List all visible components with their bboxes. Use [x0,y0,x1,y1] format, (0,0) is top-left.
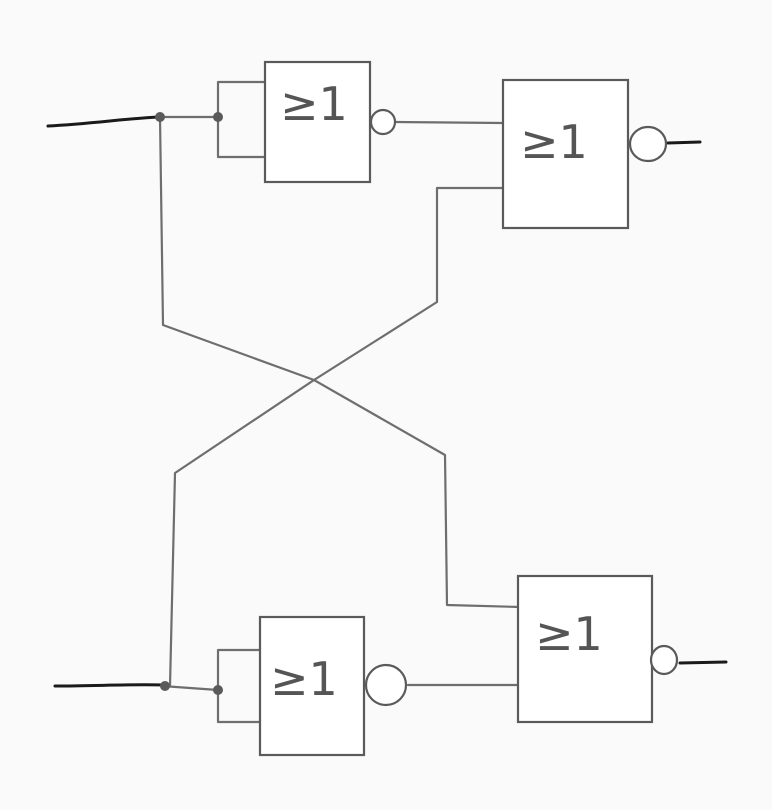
nor-gate-top-left: ≥1 [263,60,397,184]
junction-dot-top-input [155,112,165,122]
nor-gate-top-right: ≥1 [501,78,668,230]
wire-top-cross-out [158,115,522,609]
inverter-bubble [649,644,679,676]
wire-top-gate1-to-gate2 [393,120,505,125]
inverter-bubble [628,125,668,163]
junction-dot-bottom-fork [213,685,223,695]
gate-label: ≥1 [535,607,603,661]
inverter-bubble [369,108,397,136]
input-line-bottom [53,683,164,688]
nor-gate-bottom-right: ≥1 [516,574,679,724]
gate-label: ≥1 [280,77,348,131]
wire-top-gate1-input-fork [216,80,267,159]
inverter-bubble [364,663,408,707]
junction-dot-bottom-input [160,681,170,691]
junction-dot-top-fork [213,112,223,122]
output-line-top [666,140,702,145]
output-line-bottom [678,660,728,665]
gate-label: ≥1 [270,652,338,706]
nor-gate-bottom-left: ≥1 [258,615,408,757]
wire-top-feedback-in [168,186,505,688]
input-line-top [46,115,162,128]
wire-bottom-gate3-input-fork [216,648,262,724]
gate-label: ≥1 [520,115,588,169]
wire-bottom-input-to-gate3 [160,684,220,692]
